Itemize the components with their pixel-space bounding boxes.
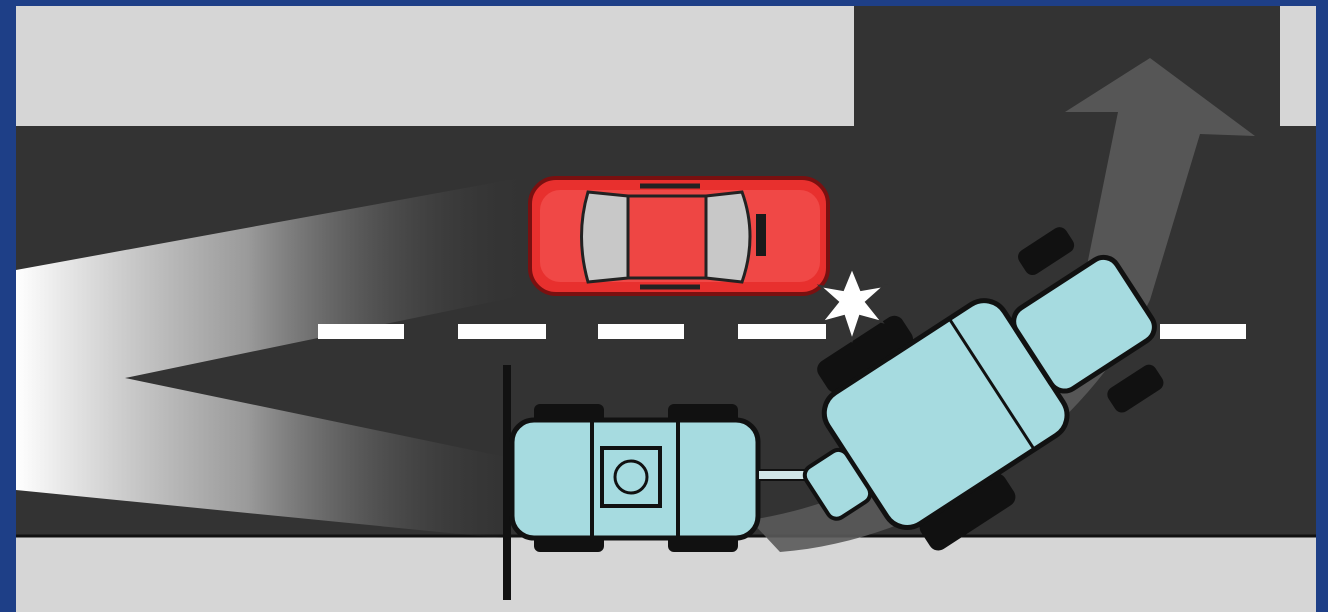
sidewalk-top-right [1280, 6, 1316, 126]
red-car [530, 178, 828, 294]
sidewalk-top-left [16, 6, 854, 126]
sidewalk-bottom [16, 536, 1316, 612]
